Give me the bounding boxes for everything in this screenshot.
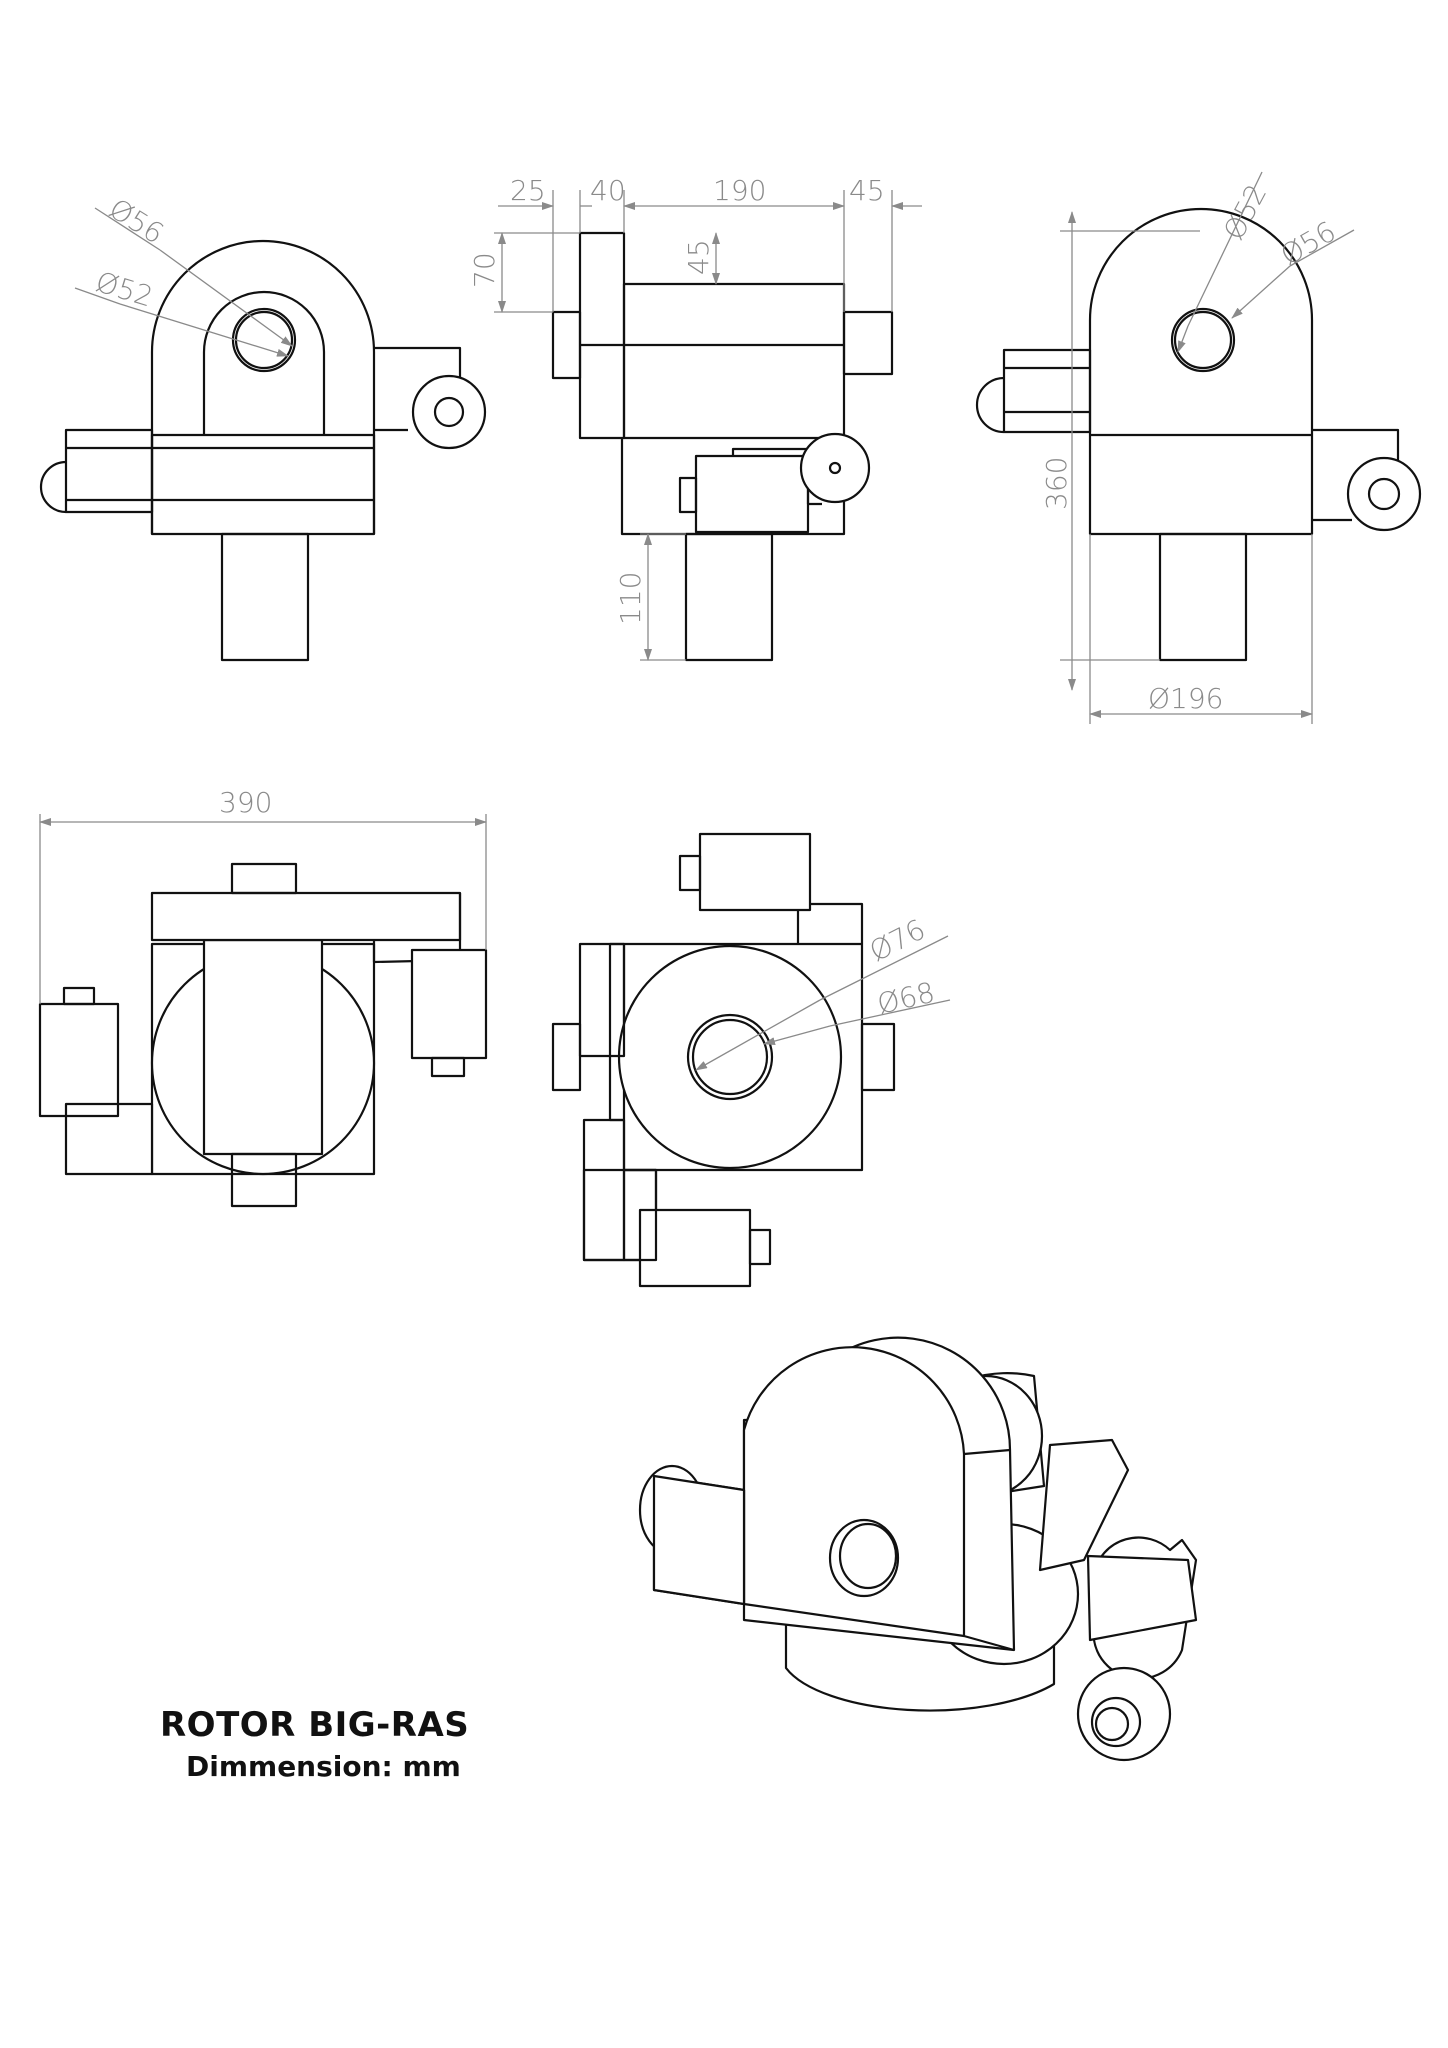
dim-rear-dia-inner: Ø52: [1217, 179, 1273, 245]
side-view: 25 40 190 45 70 45 110: [468, 174, 922, 662]
drawing-subtitle: Dimmension: mm: [186, 1750, 461, 1783]
drawing-title: ROTOR BIG-RAS: [160, 1705, 470, 1745]
dim-bottom-dia-inner: Ø68: [874, 976, 938, 1021]
bottom-view: Ø76 Ø68: [551, 832, 951, 1288]
front-view: Ø56 Ø52: [39, 192, 487, 662]
top-view: 390: [38, 786, 488, 1208]
dim-rear-dia-outer: Ø56: [1275, 215, 1341, 272]
isometric-view: [638, 1336, 1198, 1762]
dim-side-w4: 45: [849, 174, 885, 207]
dim-side-h3: 110: [614, 572, 647, 625]
dim-front-dia-outer: Ø56: [103, 192, 169, 251]
dim-side-w2: 40: [590, 174, 626, 207]
dim-rear-height: 360: [1040, 457, 1073, 510]
dim-side-h1: 70: [468, 252, 501, 288]
dim-side-h2: 45: [682, 239, 715, 275]
rear-view: 360 Ø196 Ø52 Ø56: [975, 171, 1422, 724]
dim-front-dia-inner: Ø52: [92, 265, 157, 313]
dim-rear-base-dia: Ø196: [1148, 682, 1223, 715]
dim-side-w1: 25: [510, 174, 546, 207]
dim-top-width: 390: [219, 786, 272, 819]
dim-bottom-dia-outer: Ø76: [864, 913, 930, 969]
dim-side-w3: 190: [713, 174, 766, 207]
